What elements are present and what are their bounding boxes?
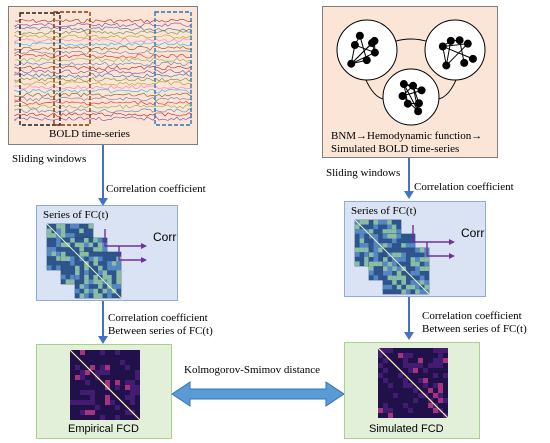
- arrow-series-to-fcd-right: [404, 297, 414, 340]
- empirical-fcd-box: Empirical FCD: [36, 344, 172, 439]
- bnm-line2: Simulated BOLD time-series: [331, 143, 460, 155]
- left-corr-arrows: [104, 229, 147, 263]
- left-fc-matrix-stack: [46, 223, 122, 299]
- right-corr-between-line2: Between series of FC(t): [422, 323, 527, 335]
- bold-timeseries-box: BOLD time-series: [8, 6, 198, 145]
- ks-distance-double-arrow: [171, 381, 345, 407]
- simulated-fcd-box: Simulated FCD: [344, 342, 480, 439]
- left-corr-label: Corr: [153, 230, 177, 244]
- right-corr-label: Corr: [461, 226, 485, 240]
- left-series-box: Series of FC(t) Corr: [36, 205, 178, 301]
- left-corr-between-line2: Between series of FC(t): [108, 325, 213, 337]
- left-corr-between-line1: Correlation coefficient: [108, 312, 208, 324]
- right-series-title: Series of FC(t): [351, 205, 417, 217]
- empirical-fcd-matrix: [69, 349, 141, 421]
- left-correlation-coefficient: Correlation coefficient: [106, 183, 206, 195]
- arrow-series-to-fcd-left: [98, 301, 108, 344]
- ks-distance-label: Kolmogorov-Smimov distance: [184, 364, 320, 376]
- right-corr-arrows: [412, 225, 455, 259]
- bnm-box: BNM→Hemodynamic function→ Simulated BOLD…: [322, 6, 498, 158]
- right-sliding-windows: Sliding windows: [326, 167, 401, 179]
- right-correlation-coefficient: Correlation coefficient: [414, 181, 514, 193]
- simulated-fcd-matrix: [377, 347, 449, 419]
- bold-timeseries-plot: [14, 11, 193, 126]
- right-corr-between-line1: Correlation coefficient: [422, 310, 522, 322]
- bnm-line1: BNM→Hemodynamic function→: [331, 130, 483, 142]
- simulated-fcd-label: Simulated FCD: [369, 423, 444, 435]
- right-fc-matrix-stack: [354, 219, 430, 295]
- left-sliding-windows: Sliding windows: [12, 153, 87, 165]
- empirical-fcd-label: Empirical FCD: [68, 423, 139, 435]
- left-series-title: Series of FC(t): [43, 209, 109, 221]
- right-series-box: Series of FC(t) Corr: [344, 201, 486, 297]
- arrow-bold-to-series: [98, 145, 108, 206]
- arrow-bnm-to-series: [404, 158, 414, 199]
- bold-caption: BOLD time-series: [49, 128, 130, 140]
- brain-network-model-diagram: [336, 19, 486, 126]
